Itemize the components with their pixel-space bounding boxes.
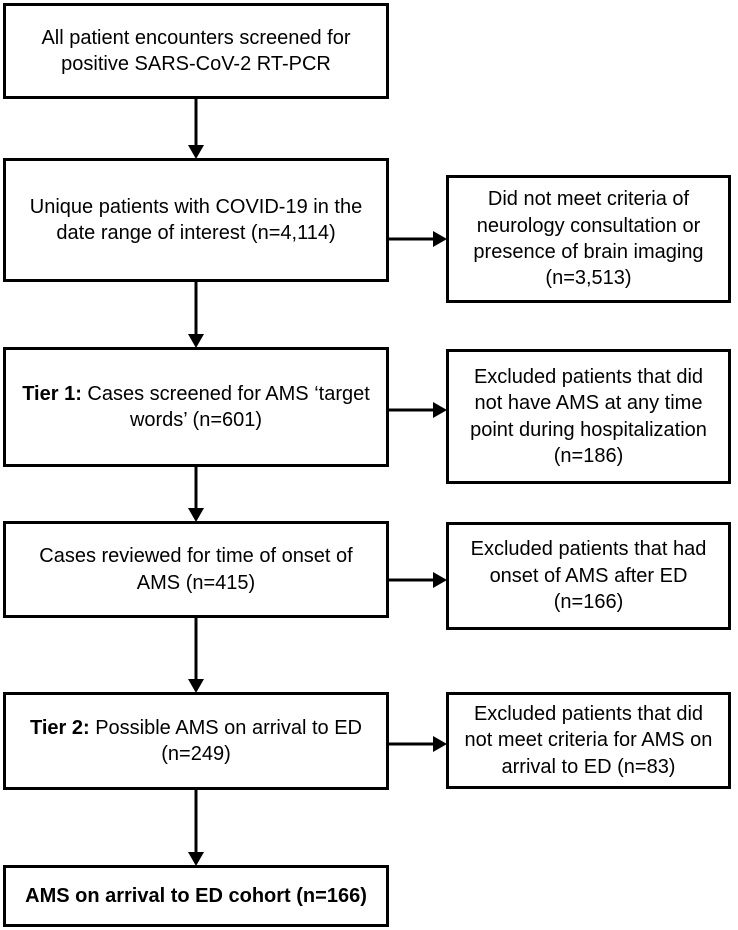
arrow-head [433,736,447,752]
arrow-head [433,231,447,247]
node-all-encounters: All patient encounters screened for posi… [3,3,389,99]
arrow-right-4 [389,736,447,752]
node-cases-reviewed-onset: Cases reviewed for time of onset of AMS … [3,521,389,618]
arrow-head [188,145,204,159]
arrow-head [433,402,447,418]
arrow-right-2 [389,402,447,418]
arrow-head [188,852,204,866]
arrow-head [433,572,447,588]
node-text-wrapper: Tier 2: Possible AMS on arrival to ED (n… [16,715,376,768]
arrow-down-5 [188,790,204,866]
node-text: AMS on arrival to ED cohort (n=166) [25,884,367,907]
arrow-down-2 [188,282,204,348]
node-excl-no-neuro-or-imaging: Did not meet criteria of neurology consu… [446,175,731,303]
node-text: Excluded patients that did not have AMS … [470,365,707,467]
arrow-down-3 [188,467,204,522]
node-tier-2-possible-ams: Tier 2: Possible AMS on arrival to ED (n… [3,692,389,790]
node-final-cohort: AMS on arrival to ED cohort (n=166) [3,865,389,927]
node-text: Did not meet criteria of neurology consu… [473,188,704,290]
arrow-down-1 [188,99,204,159]
node-text: Cases screened for AMS ‘target words’ (n… [81,382,370,431]
arrow-head [188,508,204,522]
arrow-head [188,334,204,348]
node-text: Cases reviewed for time of onset of AMS … [39,545,353,594]
node-text: All patient encounters screened for posi… [41,26,351,75]
node-lead-label: Tier 1: [22,382,82,405]
node-excl-no-ams-any-time: Excluded patients that did not have AMS … [446,349,731,484]
node-excl-no-criteria-on-arrival: Excluded patients that did not meet crit… [446,692,731,789]
node-text-wrapper: Tier 1: Cases screened for AMS ‘target w… [16,381,376,434]
arrow-head [188,679,204,693]
arrow-right-1 [389,231,447,247]
arrow-right-3 [389,572,447,588]
node-tier-1-screened: Tier 1: Cases screened for AMS ‘target w… [3,347,389,467]
node-text: Unique patients with COVID-19 in the dat… [29,195,363,244]
arrow-down-4 [188,618,204,693]
node-lead-label: Tier 2: [29,716,90,739]
node-text: Excluded patients that did not meet crit… [464,702,713,778]
node-text: Possible AMS on arrival to ED (n=249) [89,716,362,765]
node-unique-patients: Unique patients with COVID-19 in the dat… [3,158,389,282]
node-excl-onset-after-ed: Excluded patients that had onset of AMS … [446,522,731,630]
node-text: Excluded patients that had onset of AMS … [470,538,707,614]
